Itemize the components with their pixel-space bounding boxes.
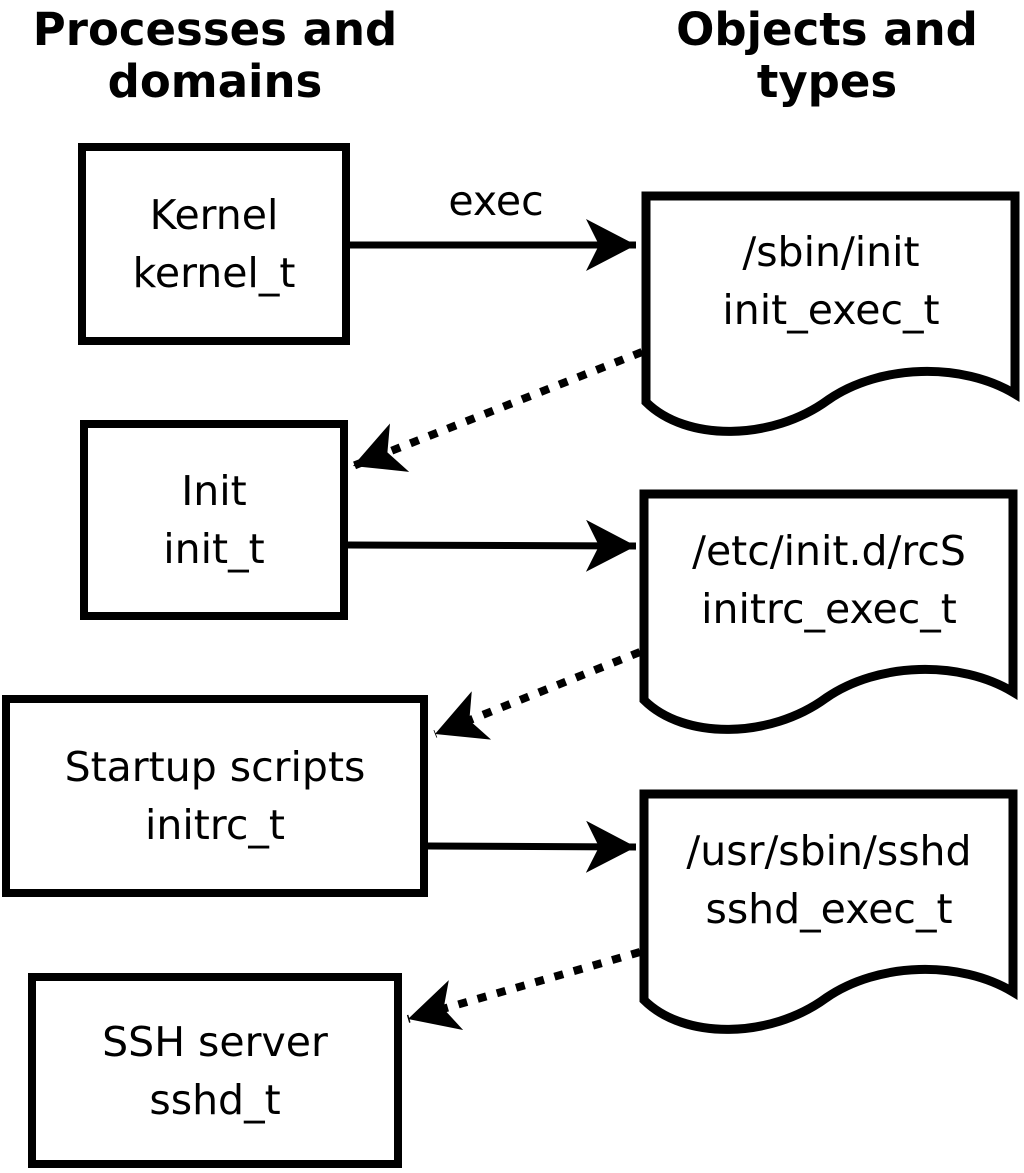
kernel-box-name: Kernel [149,191,279,239]
transition-arrow-rcs-to-startup [433,648,642,740]
process-box-kernel [78,143,350,345]
kernel-box-type: kernel_t [132,249,296,297]
transition-arrow-sbin-init-to-init [351,348,644,472]
startup-scripts-box-label: Startup scripts initrc_t [2,695,428,897]
sbin-init-doc-label: /sbin/init init_exec_t [642,192,1020,370]
kernel-box-label: Kernel kernel_t [78,143,350,345]
usr-sbin-sshd-doc-path: /usr/sbin/sshd [686,827,972,875]
column-header-objects-and-types: Objects and types [676,3,978,108]
exec-arrow-startup-to-sshd [427,820,637,873]
etc-initd-rcs-doc-path: /etc/init.d/rcS [692,527,966,575]
column-header-processes-and-domains: Processes and domains [32,3,398,108]
init-box-type: init_t [163,525,265,573]
startup-scripts-box-name: Startup scripts [64,743,366,791]
object-doc-etc-initd-rcs [639,489,1018,734]
ssh-server-box-name: SSH server [102,1017,328,1066]
object-doc-usr-sbin-sshd [639,789,1018,1034]
exec-arrow-label: exec [448,177,544,225]
etc-initd-rcs-doc-type: initrc_exec_t [701,585,957,633]
sbin-init-doc-type: init_exec_t [722,286,940,334]
exec-arrow-init-to-rcs [347,519,637,572]
ssh-server-box-label: SSH server sshd_t [28,973,402,1168]
process-box-ssh-server [28,973,402,1168]
init-box-name: Init [181,467,247,515]
usr-sbin-sshd-doc-label: /usr/sbin/sshd sshd_exec_t [640,790,1018,970]
etc-initd-rcs-doc-label: /etc/init.d/rcS initrc_exec_t [640,490,1018,670]
usr-sbin-sshd-doc-type: sshd_exec_t [705,885,953,933]
process-box-init [80,420,348,620]
process-box-startup-scripts [2,695,428,897]
ssh-server-box-type: sshd_t [149,1075,281,1124]
startup-scripts-box-type: initrc_t [145,801,285,849]
sbin-init-doc-path: /sbin/init [742,228,920,276]
transition-arrow-sshd-to-ssh-server [406,948,642,1031]
init-box-label: Init init_t [80,420,348,620]
object-doc-sbin-init [641,191,1020,436]
